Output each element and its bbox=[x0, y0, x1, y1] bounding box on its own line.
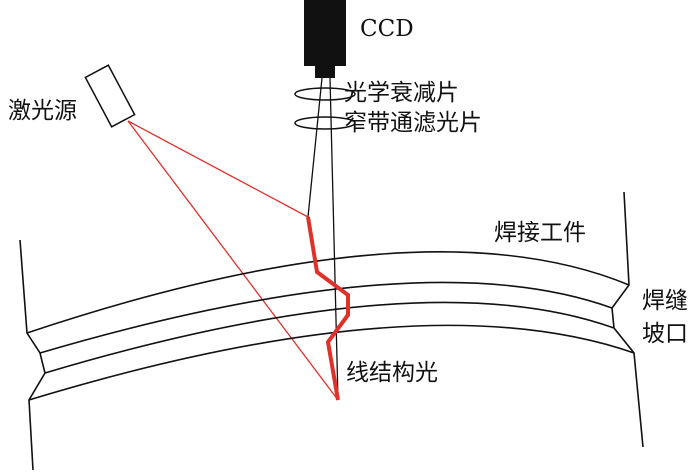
attenuator-label: 光学衰减片 bbox=[344, 80, 459, 106]
bandpass-filter-lens bbox=[294, 116, 356, 130]
bandpass-filter-label: 窄带通滤光片 bbox=[344, 110, 482, 136]
laser-beam bbox=[127, 120, 339, 401]
workpiece-outline bbox=[19, 191, 644, 471]
camera-view-lines bbox=[307, 77, 339, 401]
groove-label-line2: 坡口 bbox=[642, 321, 688, 347]
workpiece-label: 焊接工件 bbox=[494, 220, 586, 246]
ccd-camera bbox=[304, 0, 346, 78]
structured-light-label: 线结构光 bbox=[346, 360, 438, 386]
laser-source-body bbox=[84, 64, 136, 128]
structured-light-stripe bbox=[306, 216, 350, 401]
ccd-label: CCD bbox=[360, 16, 414, 42]
attenuator-lens bbox=[294, 87, 356, 101]
groove-label-line1: 焊缝 bbox=[642, 288, 688, 314]
laser-source-label: 激光源 bbox=[8, 98, 77, 124]
